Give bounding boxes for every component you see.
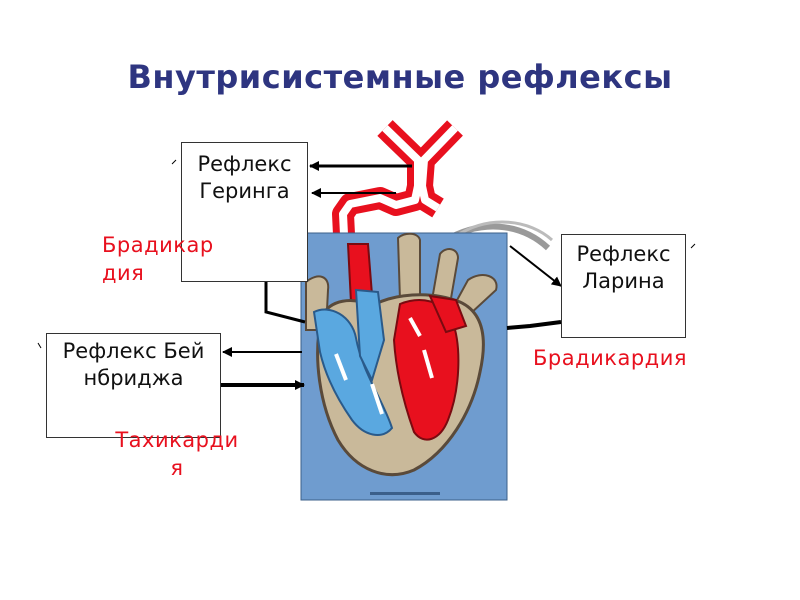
corner-marks [37, 159, 696, 349]
bradycardia-label-left: Брадикардия [102, 233, 214, 285]
bradycardia-label-right: Брадикардия [533, 346, 687, 370]
hering-reflex-box: Рефлекс Геринга [181, 142, 308, 282]
reflex-connectors [221, 161, 562, 390]
hering-reflex-label: Рефлекс Геринга [197, 152, 292, 203]
larin-reflex-box: Рефлекс Ларина [561, 234, 686, 338]
page-title: Внутрисистемные рефлексы [127, 58, 673, 96]
larin-reflex-label: Рефлекс Ларина [576, 242, 671, 293]
tachycardia-label: Тахикардия [115, 428, 239, 480]
bainbridge-reflex-box: Рефлекс Бейнбриджа [46, 333, 221, 438]
bainbridge-reflex-label: Рефлекс Бейнбриджа [62, 339, 205, 390]
heart-illustration [300, 232, 508, 501]
